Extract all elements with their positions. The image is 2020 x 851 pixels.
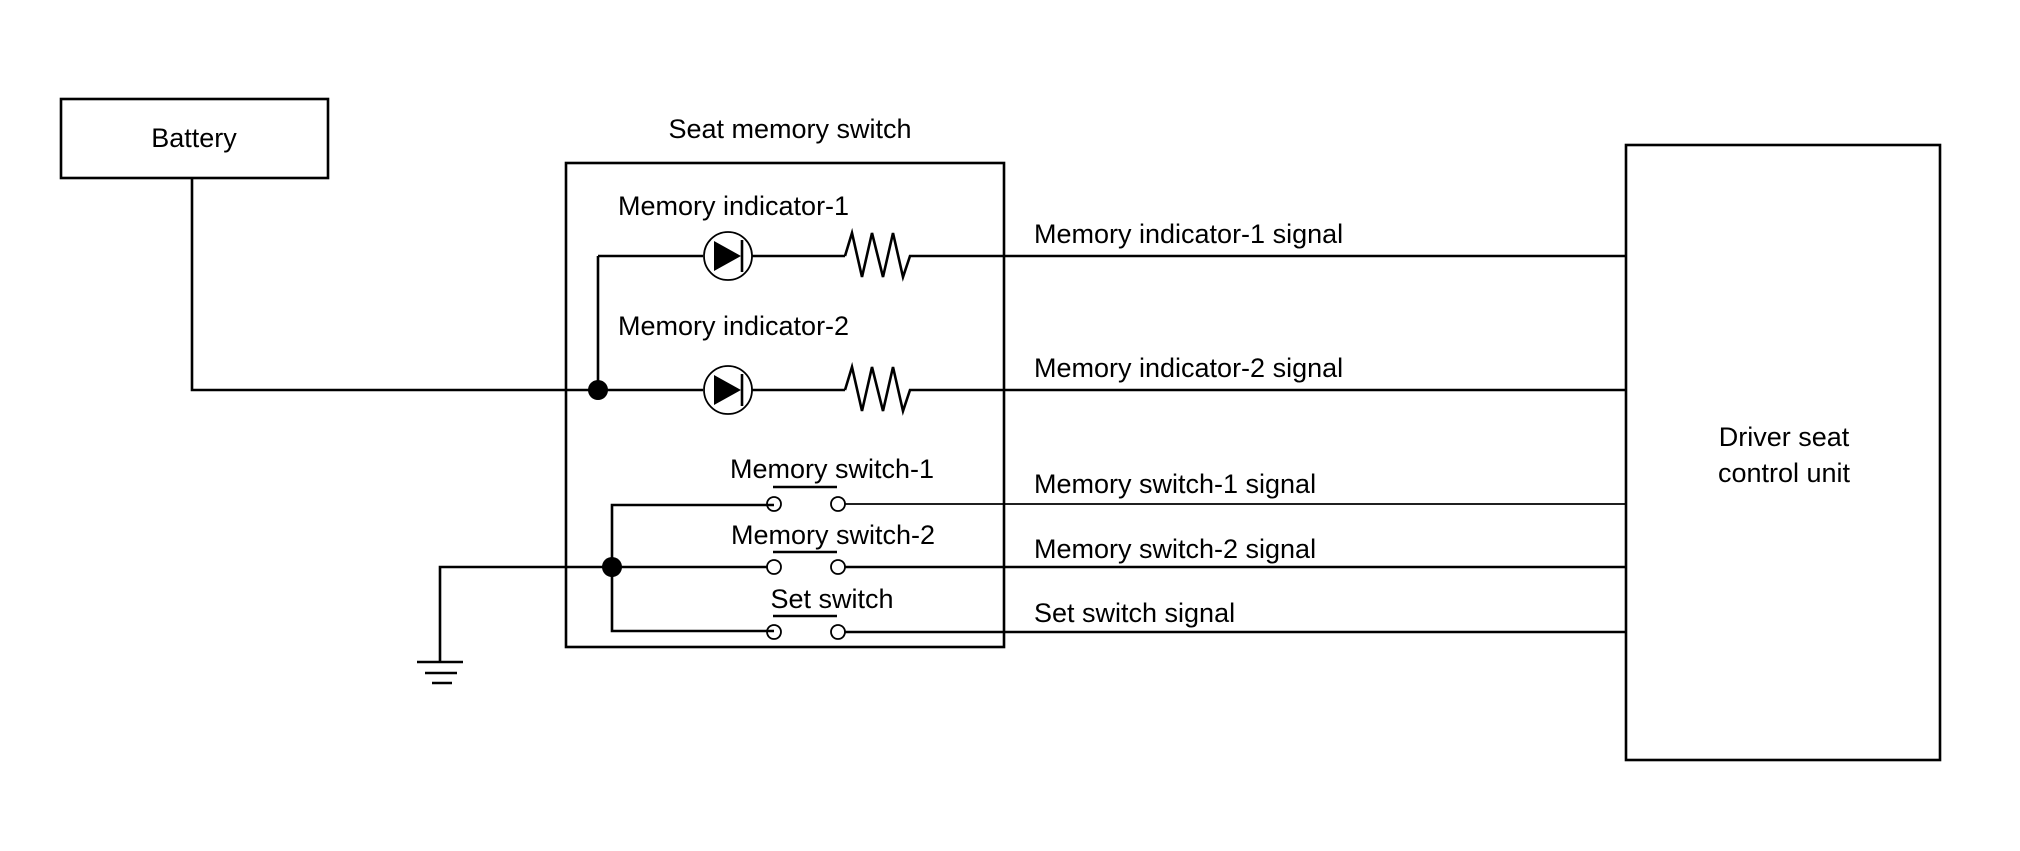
led-diode-icon bbox=[703, 365, 753, 415]
seat-memory-switch-box bbox=[564, 161, 1006, 649]
set-switch-signal-label: Set switch signal bbox=[1034, 598, 1235, 628]
indicator-2-signal-label: Memory indicator-2 signal bbox=[1034, 353, 1343, 383]
memory-indicator-2: Memory indicator-2 Memory indicator-2 si… bbox=[598, 311, 1626, 416]
memory-switch-2-signal-label: Memory switch-2 signal bbox=[1034, 534, 1316, 564]
battery-label: Battery bbox=[151, 123, 237, 153]
indicator-1-signal-label: Memory indicator-1 signal bbox=[1034, 219, 1343, 249]
push-switch-icon bbox=[766, 614, 846, 640]
control-unit-label-line2: control unit bbox=[1718, 458, 1851, 488]
memory-indicator-1: Memory indicator-1 Memory indicator-1 si… bbox=[598, 191, 1626, 282]
resistor-icon bbox=[843, 361, 918, 416]
seat-memory-switch-title: Seat memory switch bbox=[668, 114, 911, 144]
battery-feed-wire bbox=[190, 178, 598, 392]
push-switch-icon bbox=[766, 550, 846, 575]
memory-switch-2-label: Memory switch-2 bbox=[731, 520, 935, 550]
memory-indicator-1-label: Memory indicator-1 bbox=[618, 191, 849, 221]
ground-icon bbox=[417, 565, 612, 685]
memory-indicator-2-label: Memory indicator-2 bbox=[618, 311, 849, 341]
led-diode-icon bbox=[703, 231, 753, 281]
memory-switch-2: Memory switch-2 Memory switch-2 signal bbox=[612, 520, 1626, 575]
resistor-icon bbox=[843, 227, 918, 282]
control-unit-label-line1: Driver seat bbox=[1719, 422, 1850, 452]
memory-switch-1: Memory switch-1 Memory switch-1 signal bbox=[730, 454, 1626, 512]
seat-memory-switch-block: Seat memory switch bbox=[564, 114, 1006, 649]
memory-switch-1-signal-label: Memory switch-1 signal bbox=[1034, 469, 1316, 499]
battery-box bbox=[59, 97, 330, 180]
battery-block: Battery bbox=[59, 97, 330, 180]
control-unit-box bbox=[1624, 143, 1942, 762]
set-switch: Set switch Set switch signal bbox=[766, 584, 1626, 640]
push-switch-icon bbox=[766, 485, 846, 512]
set-switch-label: Set switch bbox=[770, 584, 893, 614]
memory-switch-1-label: Memory switch-1 bbox=[730, 454, 934, 484]
driver-seat-control-unit: Driver seat control unit bbox=[1624, 143, 1942, 762]
